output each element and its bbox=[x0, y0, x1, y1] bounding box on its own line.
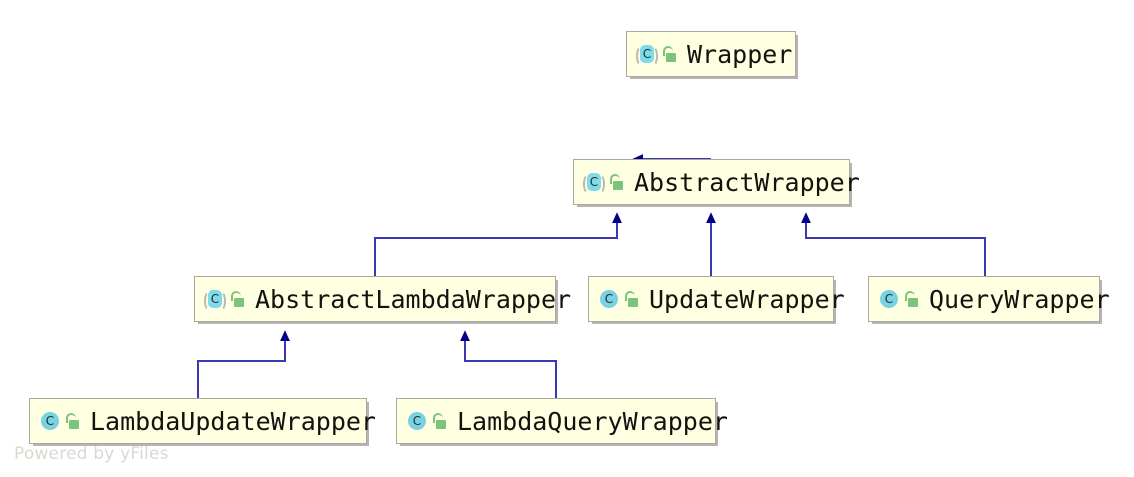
class-icon-concrete: C bbox=[598, 289, 620, 309]
class-node-label: Wrapper bbox=[687, 39, 793, 69]
edge-lambda-update-wrapper-to-abstract-lambda-wrapper bbox=[197, 330, 290, 398]
yfiles-watermark: Powered by yFiles bbox=[14, 444, 169, 464]
node-icon-group: C bbox=[878, 289, 920, 309]
class-node-label: LambdaQueryWrapper bbox=[457, 406, 728, 436]
node-icon-group: C bbox=[583, 172, 625, 194]
edge-query-wrapper-to-abstract-wrapper bbox=[801, 212, 986, 276]
class-node-abstract-wrapper[interactable]: C AbstractWrapper bbox=[573, 159, 860, 205]
padlock-open-icon bbox=[662, 45, 678, 63]
class-node-abstract-lambda-wrapper[interactable]: C AbstractLambdaWrapper bbox=[194, 276, 571, 322]
edge-abstract-lambda-wrapper-to-abstract-wrapper bbox=[374, 212, 622, 276]
class-node-label: AbstractWrapper bbox=[634, 167, 860, 197]
class-node-lambda-query-wrapper[interactable]: C LambdaQueryWrapper bbox=[396, 398, 728, 444]
node-icon-group: C bbox=[204, 289, 246, 311]
class-node-label: QueryWrapper bbox=[929, 284, 1110, 314]
class-node-update-wrapper[interactable]: C UpdateWrapper bbox=[588, 276, 845, 322]
class-icon-abstract: C bbox=[636, 44, 658, 66]
edge-lambda-query-wrapper-to-abstract-lambda-wrapper bbox=[460, 330, 557, 398]
class-node-lambda-update-wrapper[interactable]: C LambdaUpdateWrapper bbox=[29, 398, 376, 444]
padlock-open-icon bbox=[904, 290, 920, 308]
class-node-label: LambdaUpdateWrapper bbox=[90, 406, 376, 436]
padlock-open-icon bbox=[609, 173, 625, 191]
node-icon-group: C bbox=[598, 289, 640, 309]
node-icon-group: C bbox=[636, 44, 678, 66]
padlock-open-icon bbox=[624, 290, 640, 308]
class-node-wrapper[interactable]: C Wrapper bbox=[626, 31, 796, 77]
node-icon-group: C bbox=[39, 411, 81, 431]
padlock-open-icon bbox=[230, 290, 246, 308]
class-icon-concrete: C bbox=[878, 289, 900, 309]
class-node-label: AbstractLambdaWrapper bbox=[255, 284, 572, 314]
padlock-open-icon bbox=[432, 412, 448, 430]
class-node-query-wrapper[interactable]: C QueryWrapper bbox=[868, 276, 1110, 322]
node-icon-group: C bbox=[406, 411, 448, 431]
class-icon-abstract: C bbox=[583, 172, 605, 194]
padlock-open-icon bbox=[65, 412, 81, 430]
class-icon-abstract: C bbox=[204, 289, 226, 311]
class-icon-concrete: C bbox=[406, 411, 428, 431]
class-node-label: UpdateWrapper bbox=[649, 284, 845, 314]
class-icon-concrete: C bbox=[39, 411, 61, 431]
